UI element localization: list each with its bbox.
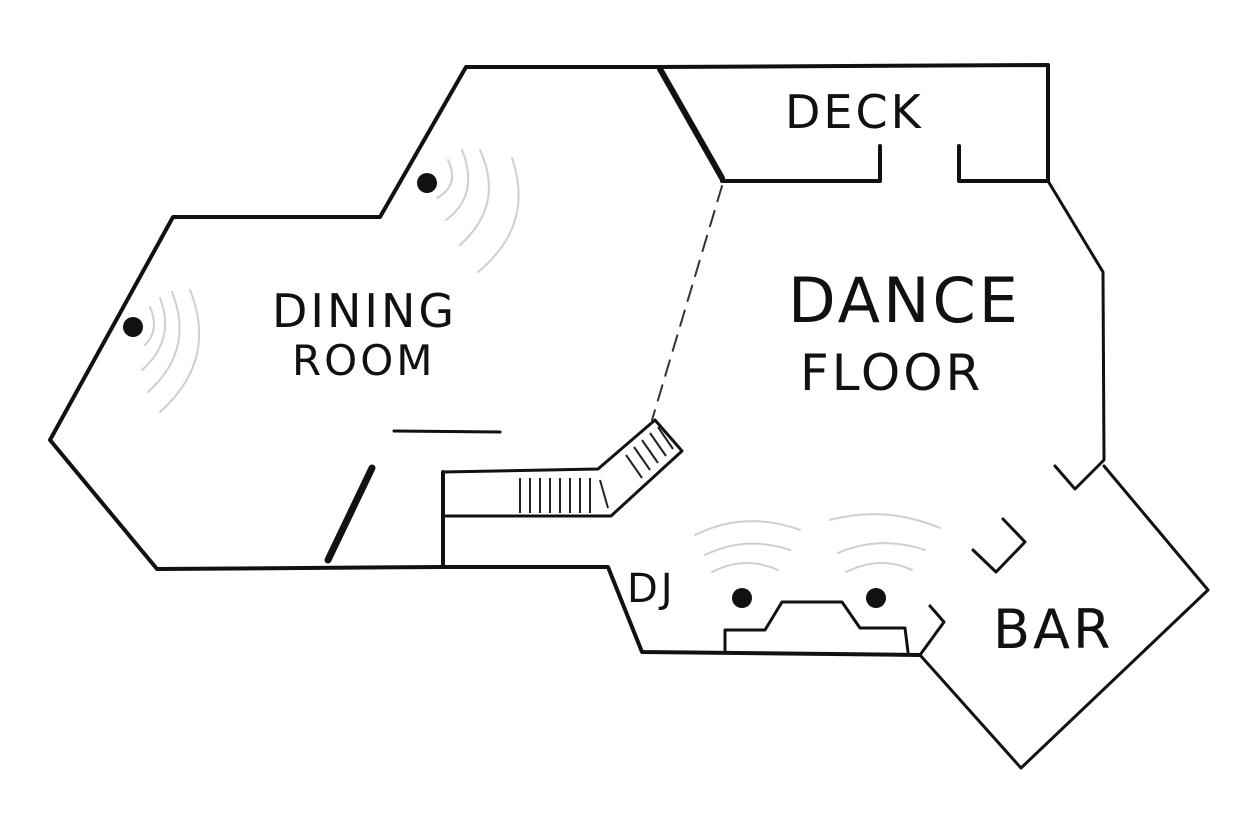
dining-room-door: [324, 464, 376, 564]
open-boundary: [651, 185, 723, 421]
room-label-dance-floor: FLOOR: [800, 344, 983, 402]
dj-booth-corner: [918, 604, 946, 657]
dance-floor: DANCE FLOOR: [441, 179, 1106, 518]
room-label-dining: DINING: [272, 284, 457, 338]
room-label-dance: DANCE: [788, 264, 1021, 337]
dining-room-outer-wall: [48, 65, 658, 571]
deck-diagonal-wall: [657, 66, 725, 181]
speaker-icon: [732, 588, 752, 608]
staircase-outline: [441, 418, 684, 518]
speaker-icon: [866, 588, 886, 608]
deck-south-wall-left: [720, 144, 882, 183]
speaker-icon: [123, 317, 143, 337]
sound-wave-icon: [694, 520, 801, 573]
deck: DECK: [654, 63, 1050, 183]
bar-counter-corner: [971, 517, 1027, 574]
room-label-dj: DJ: [627, 566, 676, 612]
dining-room: DINING ROOM: [48, 65, 658, 571]
sound-wave-icon: [141, 289, 201, 413]
speaker-icon: [417, 173, 437, 193]
sound-wave-icon: [436, 149, 520, 273]
room-label-bar: BAR: [993, 598, 1114, 661]
deck-south-wall-right: [957, 144, 1050, 183]
dining-room-interior-wall: [392, 429, 502, 434]
dj-booth: DJ: [441, 513, 946, 657]
room-label-deck: DECK: [785, 85, 924, 139]
bar-outer-wall: [918, 464, 1210, 770]
deck-outer-wall: [654, 63, 1050, 182]
staircase: [441, 418, 684, 518]
bar: BAR: [918, 464, 1210, 770]
dj-desk: [723, 600, 910, 654]
dj-outer-wall: [441, 565, 922, 657]
room-label-dining-room: ROOM: [292, 336, 436, 385]
stair-treads: [519, 426, 674, 513]
dance-floor-east-wall: [1046, 179, 1106, 491]
sound-wave-icon: [829, 513, 941, 573]
